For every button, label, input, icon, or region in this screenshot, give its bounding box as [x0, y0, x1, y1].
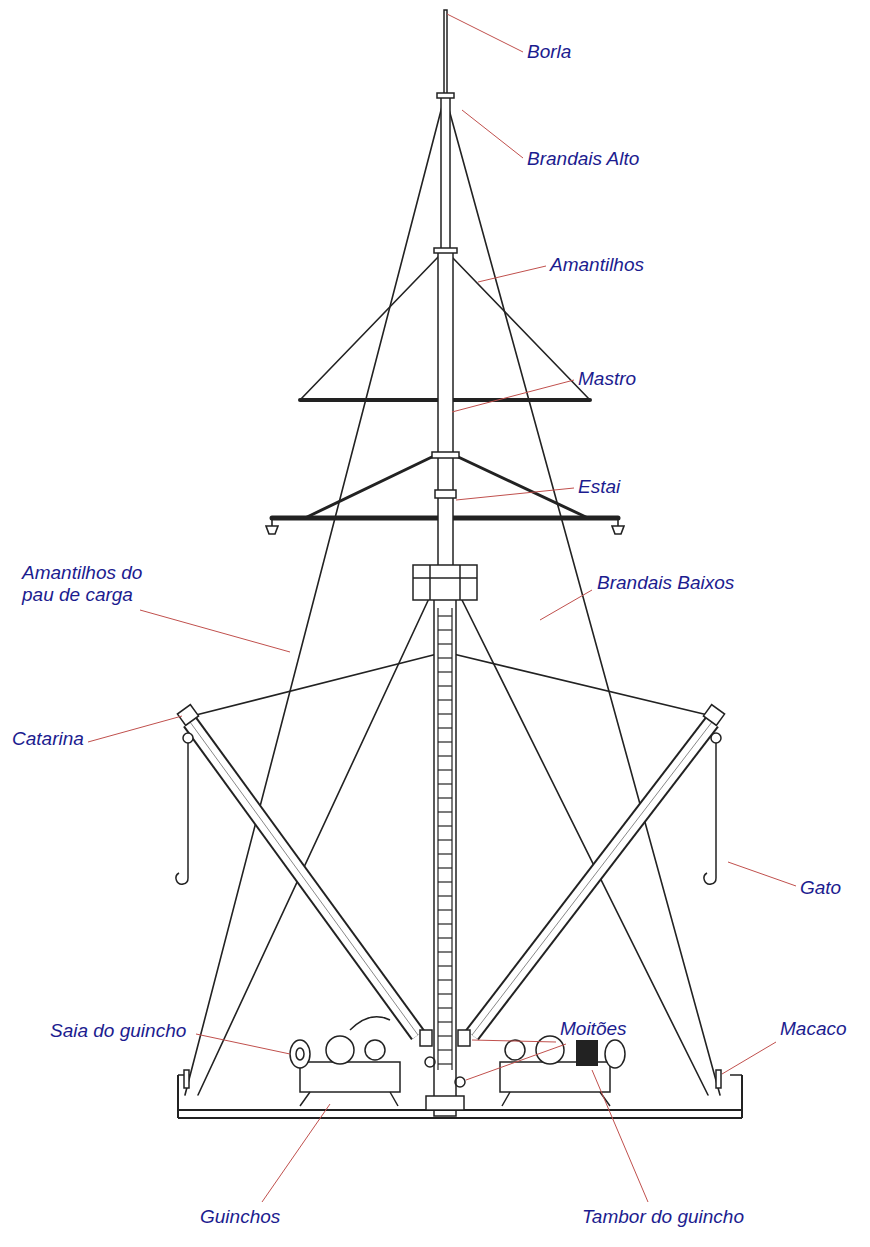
ladder-rung — [438, 769, 452, 770]
ladder-rung — [438, 755, 452, 756]
part-label: Gato — [800, 877, 841, 899]
ladder-rung — [438, 797, 452, 798]
part-label: Amantilhos do pau de carga — [22, 562, 162, 606]
ladder-rung — [438, 1049, 452, 1050]
part-label: Tambor do guincho — [582, 1206, 744, 1228]
ladder-rung — [438, 713, 452, 714]
part-label: Borla — [527, 41, 571, 63]
ladder-rung — [438, 671, 452, 672]
ladder-rung — [438, 937, 452, 938]
ladder-rung — [438, 965, 452, 966]
ladder-rung — [438, 867, 452, 868]
part-label: Brandais Baixos — [597, 572, 734, 594]
part-label: Moitões — [560, 1018, 627, 1040]
part-label: Amantilhos — [550, 254, 644, 276]
part-label: Brandais Alto — [527, 148, 639, 170]
ladder-rung — [438, 629, 452, 630]
ladder-rung — [438, 643, 452, 644]
ladder-rung — [438, 993, 452, 994]
part-label: Guinchos — [200, 1206, 280, 1228]
ladder-rung — [438, 657, 452, 658]
part-label: Macaco — [780, 1018, 847, 1040]
part-label: Estai — [578, 476, 620, 498]
ladder-rung — [438, 895, 452, 896]
ladder-rung — [438, 1063, 452, 1064]
ladder-rung — [438, 979, 452, 980]
ladder-rung — [438, 727, 452, 728]
ladder-rung — [438, 825, 452, 826]
ladder-rung — [438, 615, 452, 616]
ladder-rung — [438, 839, 452, 840]
ladder-rung — [438, 951, 452, 952]
ladder-rung — [438, 1007, 452, 1008]
ladder-rung — [438, 881, 452, 882]
ladder-rung — [438, 1035, 452, 1036]
part-label: Catarina — [12, 728, 84, 750]
ladder-rung — [438, 699, 452, 700]
ladder-rung — [438, 853, 452, 854]
ladder-rung — [438, 811, 452, 812]
ladder-rung — [438, 909, 452, 910]
ladder-rung — [438, 923, 452, 924]
part-label: Mastro — [578, 368, 636, 390]
part-label: Saia do guincho — [50, 1020, 186, 1042]
ladder-rung — [438, 741, 452, 742]
ladder-rung — [438, 1021, 452, 1022]
ladder-rung — [438, 685, 452, 686]
ladder-rung — [438, 783, 452, 784]
